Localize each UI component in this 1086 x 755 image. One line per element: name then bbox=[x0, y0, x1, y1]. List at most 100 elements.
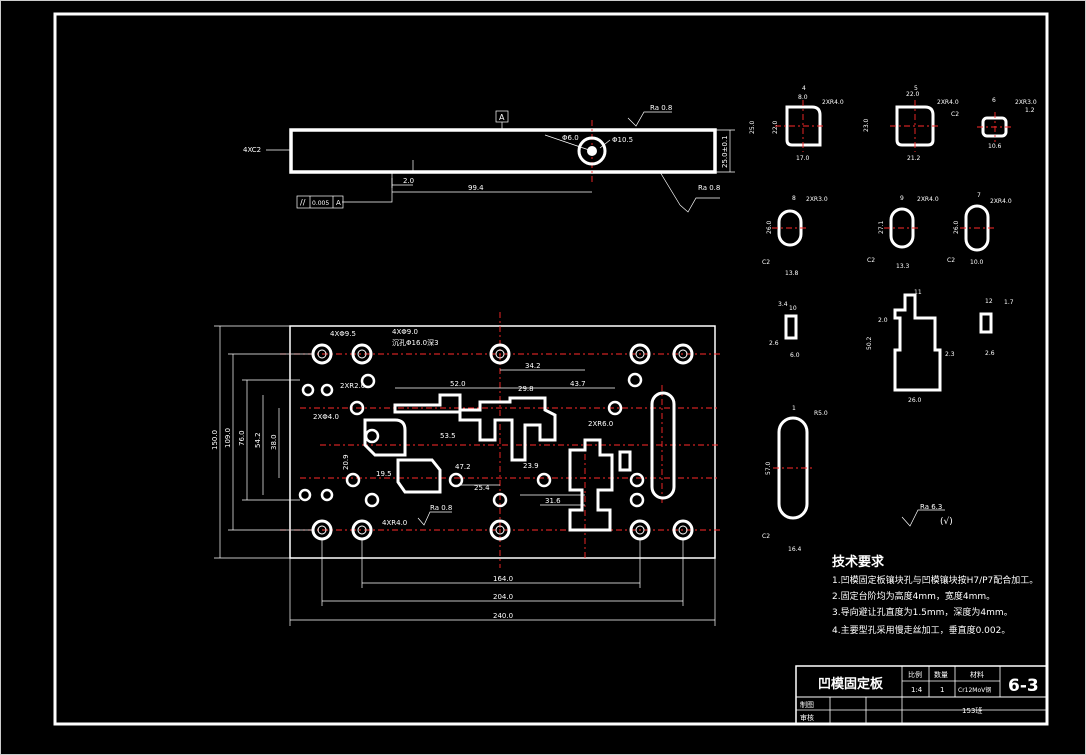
hole-dia-2: Φ10.5 bbox=[612, 136, 633, 144]
svg-text:8.0: 8.0 bbox=[798, 94, 808, 101]
dim-31: 31.6 bbox=[545, 497, 561, 505]
svg-text:Cr12MoV钢: Cr12MoV钢 bbox=[958, 686, 991, 694]
svg-text:17.0: 17.0 bbox=[796, 155, 810, 162]
dim-52: 52.0 bbox=[450, 380, 466, 388]
callout-cbore-note: 沉孔Φ16.0深3 bbox=[392, 338, 439, 347]
plan-roughness: Ra 0.8 bbox=[430, 504, 452, 512]
svg-text:1.7: 1.7 bbox=[1004, 299, 1014, 306]
inner-frame bbox=[53, 12, 1049, 726]
svg-text:(√): (√) bbox=[940, 516, 953, 527]
detail-labels: 4 2XR4.0 8.0 17.0 22.0 25.0 5 22.0 2XR4.… bbox=[749, 85, 1037, 553]
svg-text:9: 9 bbox=[900, 195, 904, 202]
svg-text:2XR4.0: 2XR4.0 bbox=[937, 99, 959, 106]
svg-text:10: 10 bbox=[789, 305, 797, 312]
note-2: 2.固定台阶均为高度4mm，宽度4mm。 bbox=[832, 590, 995, 602]
svg-text:2XR4.0: 2XR4.0 bbox=[822, 99, 844, 106]
dim-23: 23.9 bbox=[523, 462, 539, 470]
dim-29: 29.8 bbox=[518, 385, 534, 393]
svg-text:8: 8 bbox=[792, 195, 796, 202]
svg-text:C2: C2 bbox=[947, 257, 955, 264]
dim-53: 53.5 bbox=[440, 432, 456, 440]
svg-text:2XR3.0: 2XR3.0 bbox=[1015, 99, 1037, 106]
dim-20: 20.9 bbox=[342, 454, 350, 470]
svg-text:5: 5 bbox=[914, 85, 918, 92]
hole-dia-1: Φ6.0 bbox=[562, 134, 579, 142]
svg-text:1:4: 1:4 bbox=[911, 686, 923, 694]
part-name: 凹模固定板 bbox=[818, 676, 884, 692]
dim-43: 43.7 bbox=[570, 380, 586, 388]
roughness-bottom: Ra 0.8 bbox=[698, 184, 720, 192]
svg-text:22.0: 22.0 bbox=[906, 91, 920, 98]
dim-54: 54.2 bbox=[254, 432, 262, 448]
svg-text:比例: 比例 bbox=[908, 670, 922, 679]
svg-text:C2: C2 bbox=[762, 533, 770, 540]
callout-r6: 2XR6.0 bbox=[588, 420, 613, 428]
long-slot bbox=[650, 391, 676, 500]
svg-text:26.0: 26.0 bbox=[953, 220, 960, 234]
dim-240: 240.0 bbox=[493, 612, 513, 620]
side-hole bbox=[577, 136, 607, 166]
height-dim: 25.0±0.1 bbox=[721, 135, 729, 168]
datum-label: A bbox=[499, 113, 505, 122]
plan-view: 240.0 204.0 164.0 150.0 109.0 76.0 54.2 … bbox=[211, 312, 720, 626]
svg-text:制图: 制图 bbox=[800, 700, 814, 709]
svg-text:数量: 数量 bbox=[934, 670, 948, 679]
dim-164: 164.0 bbox=[493, 575, 513, 583]
svg-text:1: 1 bbox=[792, 405, 796, 412]
svg-text:R5.0: R5.0 bbox=[814, 410, 828, 417]
depth-dim: 2.0 bbox=[403, 177, 414, 185]
svg-text:50.2: 50.2 bbox=[866, 336, 873, 350]
pin-holes bbox=[298, 372, 645, 508]
dim-109: 109.0 bbox=[224, 428, 232, 448]
svg-text:27.1: 27.1 bbox=[878, 220, 885, 234]
svg-text:13.8: 13.8 bbox=[785, 270, 799, 277]
mounting-holes bbox=[311, 343, 694, 541]
svg-text:2.3: 2.3 bbox=[945, 351, 955, 358]
svg-text:审核: 审核 bbox=[800, 713, 814, 722]
svg-text:C2: C2 bbox=[867, 257, 875, 264]
plate-outline bbox=[289, 325, 716, 559]
side-view: A 4XC2 Φ6.0 Φ10.5 Ra 0.8 25.0±0.1 Ra 0.8… bbox=[243, 104, 735, 213]
svg-text:C2: C2 bbox=[762, 259, 770, 266]
dim-38: 38.0 bbox=[270, 434, 278, 450]
svg-text:1: 1 bbox=[940, 686, 944, 694]
svg-text:3.4: 3.4 bbox=[778, 301, 788, 308]
svg-text:6.0: 6.0 bbox=[790, 352, 800, 359]
svg-text:26.0: 26.0 bbox=[908, 397, 922, 404]
dim-25: 25.4 bbox=[474, 484, 490, 492]
chamfer-label: 4XC2 bbox=[243, 146, 261, 154]
note-3: 3.导向避让孔直度为1.5mm，深度为4mm。 bbox=[832, 606, 1013, 618]
svg-text:25.0: 25.0 bbox=[749, 120, 756, 134]
svg-text:4: 4 bbox=[802, 85, 806, 92]
technical-notes: 技术要求 1.凹模固定板镶块孔与凹模镶块按H7/P7配合加工。 2.固定台阶均为… bbox=[832, 554, 1038, 636]
school-name: 153班 bbox=[962, 706, 982, 715]
dim-47: 47.2 bbox=[455, 463, 471, 471]
notes-title: 技术要求 bbox=[832, 554, 885, 570]
callout-holes: 4XΦ9.5 bbox=[330, 330, 356, 338]
svg-text:2.6: 2.6 bbox=[985, 350, 995, 357]
dim-19: 19.5 bbox=[376, 470, 392, 478]
svg-text:0.005: 0.005 bbox=[312, 200, 329, 207]
roughness-top: Ra 0.8 bbox=[650, 104, 672, 112]
svg-text:C2: C2 bbox=[951, 111, 959, 118]
default-roughness: Ra 6.3 (√) bbox=[901, 503, 953, 527]
drawing-number: 6-3 bbox=[1008, 676, 1039, 696]
svg-text:23.0: 23.0 bbox=[863, 118, 870, 132]
svg-text:2XR4.0: 2XR4.0 bbox=[917, 196, 939, 203]
callout-r4: 4XR4.0 bbox=[382, 519, 407, 527]
note-1: 1.凹模固定板镶块孔与凹模镶块按H7/P7配合加工。 bbox=[832, 574, 1038, 586]
dim-76: 76.0 bbox=[238, 430, 246, 446]
svg-text:10.0: 10.0 bbox=[970, 259, 984, 266]
dim-34: 34.2 bbox=[525, 362, 541, 370]
svg-text:2XR4.0: 2XR4.0 bbox=[990, 198, 1012, 205]
svg-text:材料: 材料 bbox=[970, 670, 984, 679]
callout-cbore: 4XΦ9.0 bbox=[392, 328, 418, 336]
svg-text:10.6: 10.6 bbox=[988, 143, 1002, 150]
svg-text:57.0: 57.0 bbox=[765, 461, 772, 475]
svg-text:26.0: 26.0 bbox=[766, 220, 773, 234]
svg-text:12: 12 bbox=[985, 298, 993, 305]
svg-text:13.3: 13.3 bbox=[896, 263, 910, 270]
dim-204: 204.0 bbox=[493, 593, 513, 601]
